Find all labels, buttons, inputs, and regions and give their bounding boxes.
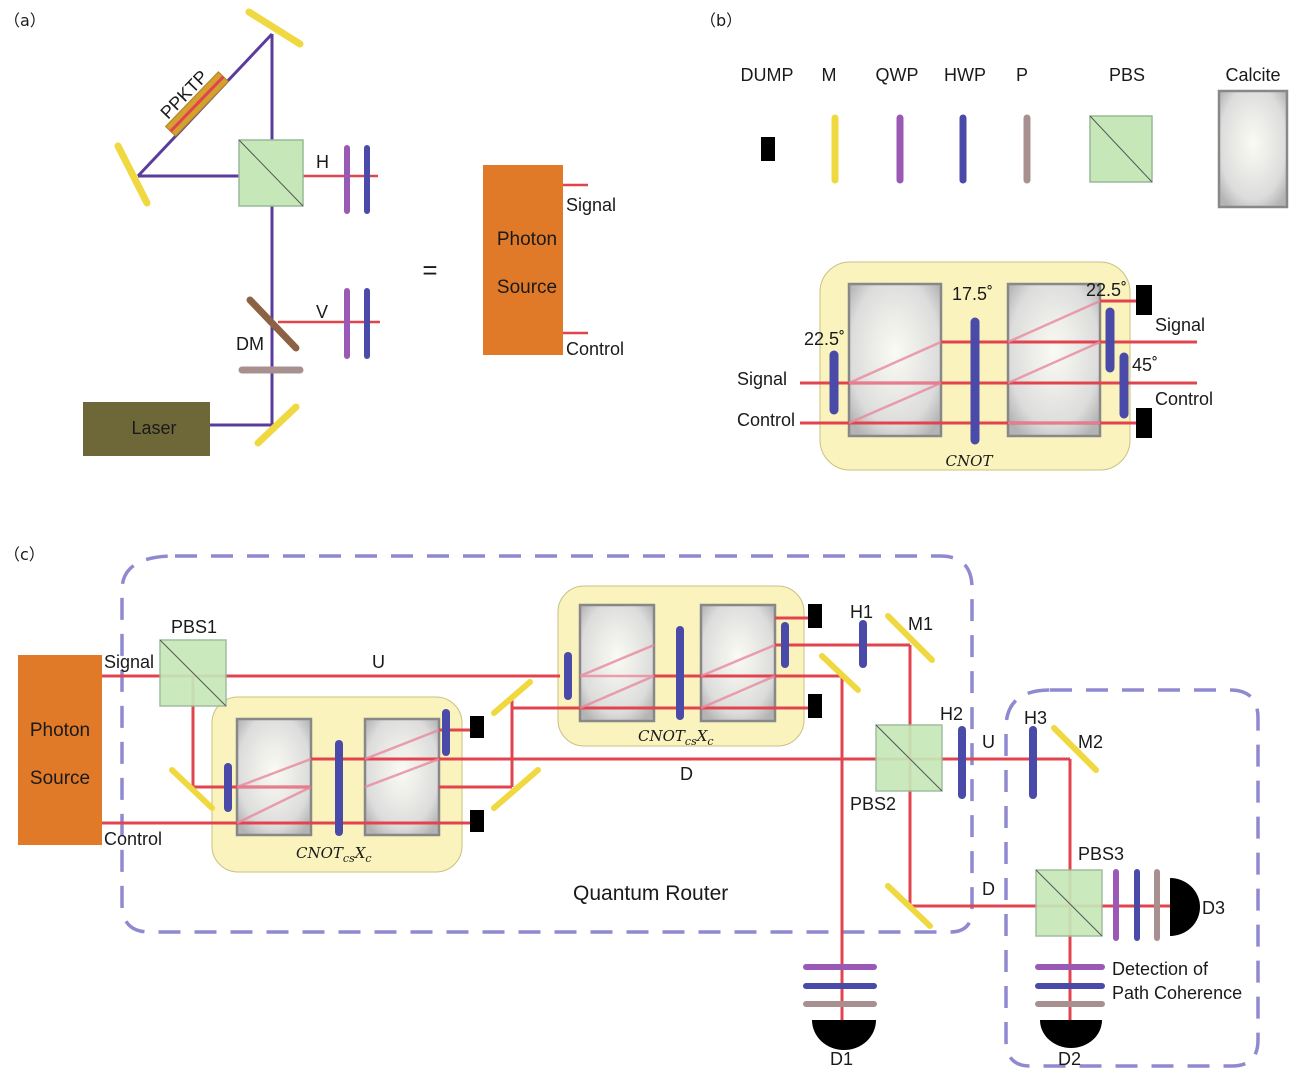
path-d-label-1: D (680, 764, 693, 784)
path-u-label-2: U (982, 732, 995, 752)
angle-mid-label: 17.5˚ (952, 284, 993, 304)
signal-out-label: Signal (1155, 315, 1205, 335)
source-a-line2: Source (497, 277, 557, 298)
cnot-dump-bottom (1136, 408, 1152, 438)
legend-polarizer-label: P (1016, 65, 1028, 85)
signal-in-label: Signal (737, 369, 787, 389)
hwps-c (224, 620, 1037, 836)
legend-hwp-label: HWP (944, 65, 986, 85)
pbs-a (238, 139, 304, 207)
quantum-router-boundary (120, 554, 974, 934)
panel-label-b: （b） (700, 11, 742, 30)
photon-source-a (483, 165, 563, 355)
cnot-module (800, 261, 1197, 471)
d2-stack (1035, 964, 1105, 1007)
cnot-walkoff-beams (848, 299, 1101, 425)
cnot-gate-label: CNOT (946, 452, 994, 470)
h2-label: H2 (940, 704, 963, 724)
mirror-left (114, 142, 151, 207)
dichroic-mirror (246, 296, 300, 352)
legend-dump-symbol (761, 137, 775, 161)
pbs2 (875, 724, 943, 792)
photon-source-c (18, 655, 102, 845)
source-c-line2: Source (30, 768, 90, 789)
dump-c1 (470, 716, 484, 738)
walkoff-beams-c (236, 643, 776, 825)
control-out-label: Control (1155, 389, 1213, 409)
quantum-router-label: Quantum Router (573, 882, 728, 905)
legend-pbs-label: PBS (1109, 65, 1145, 85)
control-in-label: Control (737, 410, 795, 430)
pbs1 (159, 639, 227, 707)
detector-d2 (1040, 1020, 1102, 1048)
gate-label-lower: CNOTcsXc (296, 844, 372, 865)
mirror-top (245, 8, 304, 48)
angle-in-label: 22.5˚ (804, 329, 845, 349)
ppktp-crystal (164, 71, 230, 137)
h-label-a: H (316, 152, 329, 172)
legend-calcite-symbol (1217, 89, 1289, 209)
signal-label-a: Signal (566, 195, 616, 215)
equals-sign: = (422, 255, 437, 285)
pbs1-label: PBS1 (171, 617, 217, 637)
d1-label: D1 (830, 1049, 853, 1069)
d1-stack (803, 964, 877, 1007)
cnot-dump-top (1136, 285, 1152, 315)
waveplates-a (344, 145, 370, 359)
pbs3 (1035, 869, 1103, 937)
path-u-label-1: U (372, 652, 385, 672)
dump-c3 (808, 604, 822, 628)
legend-mirror-label: M (822, 65, 837, 85)
dump-c2 (470, 810, 484, 832)
d3-label: D3 (1202, 898, 1225, 918)
signal-label-c: Signal (104, 652, 154, 672)
pbs3-label: PBS3 (1078, 844, 1124, 864)
legend-qwp-label: QWP (876, 65, 919, 85)
m1-label: M1 (908, 614, 933, 634)
h1-label: H1 (850, 602, 873, 622)
angle-top-label: 22.5˚ (1086, 280, 1127, 300)
angle-45-label: 45˚ (1132, 355, 1158, 375)
detector-d1 (812, 1020, 876, 1050)
path-d-label-2: D (982, 879, 995, 899)
dm-label: DM (236, 334, 264, 354)
laser-box (83, 402, 210, 456)
legend-calcite-label: Calcite (1225, 65, 1280, 85)
legend-dump-label: DUMP (741, 65, 794, 85)
laser-label: Laser (131, 418, 176, 438)
detection-label-2: Path Coherence (1112, 983, 1242, 1003)
detection-boundary (1004, 688, 1260, 1068)
mirrors-c (169, 613, 1099, 929)
panel-c: Photon Source Signal Control (18, 554, 1260, 1069)
detector-d3 (1170, 878, 1200, 936)
gate-label-upper: CNOTcsXc (638, 727, 714, 748)
control-label-c: Control (104, 829, 162, 849)
pbs2-label: PBS2 (850, 794, 896, 814)
d3-stack (1113, 869, 1160, 941)
v-label-a: V (316, 302, 328, 322)
control-label-a: Control (566, 339, 624, 359)
legend-pbs-symbol (1089, 115, 1153, 183)
mirror-bottom (254, 403, 300, 447)
beams-c (102, 616, 1180, 1020)
panel-label-a: （a） (4, 11, 46, 30)
panel-label-c: （c） (4, 545, 45, 564)
m2-label: M2 (1078, 732, 1103, 752)
cnot-hwps (829, 307, 1129, 445)
d2-label: D2 (1058, 1049, 1081, 1069)
source-c-line1: Photon (30, 720, 90, 741)
panel-b: DUMP M QWP HWP P PBS Calcite (737, 65, 1289, 471)
dump-c4 (808, 694, 822, 718)
panel-a: PPKTP H V DM Laser = (83, 8, 624, 456)
source-a-line1: Photon (497, 229, 557, 250)
mirrors-a (114, 8, 304, 447)
detection-label-1: Detection of (1112, 959, 1209, 979)
h3-label: H3 (1024, 708, 1047, 728)
